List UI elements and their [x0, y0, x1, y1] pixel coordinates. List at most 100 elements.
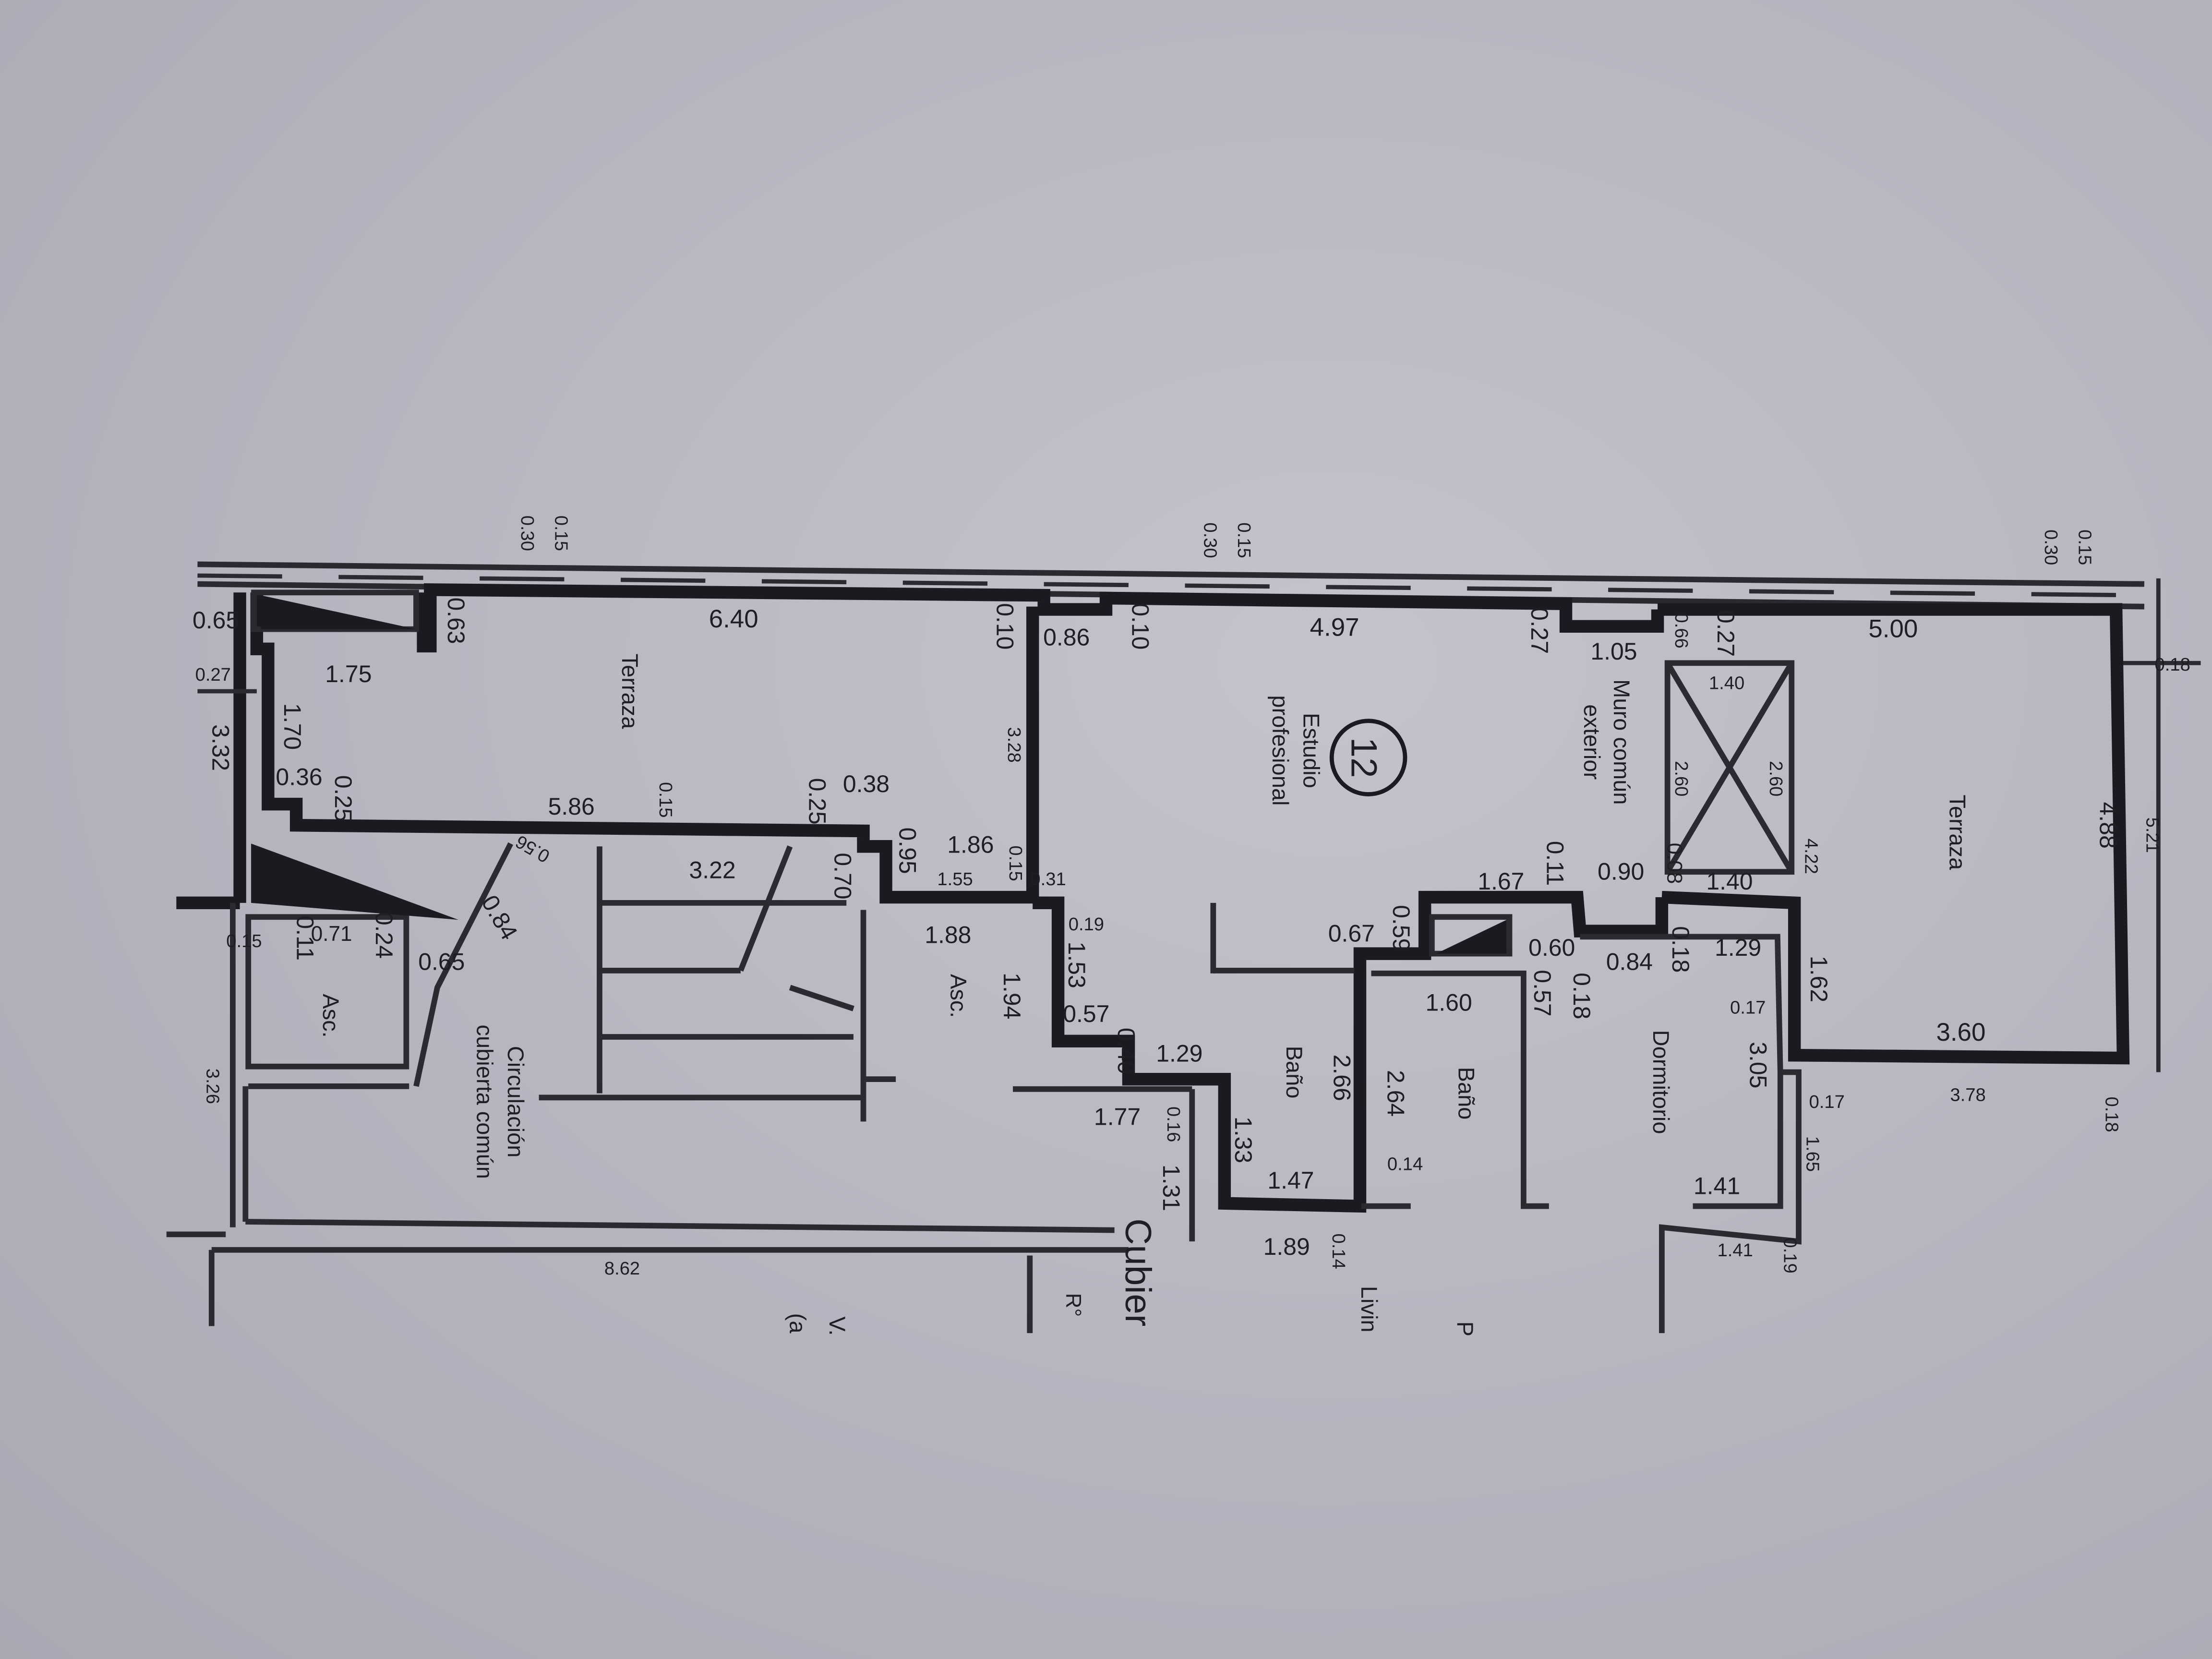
dimension-label: 2.66 [1329, 1055, 1356, 1101]
dimension-label: 0.10 [991, 603, 1018, 649]
room-label-a: (a [785, 1313, 811, 1334]
room-label-r: R° [1062, 1293, 1085, 1317]
dimension-label: 4.97 [1310, 613, 1359, 642]
dimension-label: 0.31 [1030, 869, 1066, 890]
dimension-label: 1.47 [1267, 1167, 1314, 1194]
room-label-estudio: profesional [1268, 695, 1293, 805]
wall-bano-divider [1371, 970, 1549, 1209]
dimension-label: 0.15 [655, 782, 676, 817]
dimension-label: 1.62 [1805, 956, 1832, 1002]
dimension-label: 0.86 [1043, 624, 1090, 650]
dimension-label: 3.60 [1936, 1018, 1985, 1046]
dimension-label: 1.29 [1715, 934, 1761, 961]
dimension-label: 1.40 [1709, 673, 1744, 693]
dimension-label: 1.41 [1718, 1240, 1753, 1261]
shaft-triangle [261, 595, 416, 629]
room-label-terraza-left: Terraza [617, 654, 643, 730]
dimension-label: 0.18 [2155, 654, 2190, 675]
dimension-label: 0.25 [804, 778, 830, 825]
dimension-label: 0.60 [1528, 934, 1575, 961]
dimension-label: 0.10 [1127, 603, 1154, 649]
dimension-label: 5.00 [1868, 615, 1918, 643]
dimension-label: 0.30 [1200, 522, 1220, 558]
dimension-label: 2.60 [1671, 761, 1692, 796]
dimension-label: 0.11 [292, 916, 319, 961]
room-label-muro: exterior [1579, 704, 1605, 780]
dimension-label: 3.26 [203, 1069, 223, 1104]
dimension-label: 4.88 [2094, 802, 2121, 849]
dimension-label: 0.27 [1712, 610, 1739, 657]
room-label-terraza-right: Terraza [1945, 794, 1970, 870]
elevator-left-box [245, 914, 409, 1070]
dimension-label: 0.24 [371, 912, 397, 959]
wall-terraza-right [1658, 603, 2130, 1065]
dimension-label: 1.67 [1478, 868, 1524, 895]
dimension-label: 0.17 [1730, 997, 1766, 1018]
stair-line [789, 985, 854, 1011]
room-label-circulacion: cubierta común [472, 1024, 497, 1178]
dimension-label: 1.75 [325, 661, 372, 687]
void-cross [1665, 661, 1794, 874]
dimension-label: 0.15 [226, 931, 262, 951]
room-label-dormitorio: Dormitorio [1648, 1030, 1674, 1134]
dimension-label: 1.89 [1263, 1233, 1310, 1260]
dimension-label: 1.33 [1230, 1117, 1257, 1163]
room-label-muro: Muro común [1609, 679, 1635, 805]
dimension-label: 0.30 [517, 516, 538, 551]
dimension-label: 5.21 [2142, 817, 2163, 853]
dimension-label: 0.38 [843, 770, 890, 797]
dimension-label: 0.08 [1663, 843, 1686, 884]
dimension-label: 0.19 [1069, 914, 1104, 935]
dimension-label: 0.67 [1328, 920, 1375, 947]
dimension-label: 1.41 [1694, 1173, 1740, 1200]
dimension-label: 1.53 [1063, 942, 1090, 988]
dimension-label: 0.18 [1667, 926, 1694, 973]
dimension-label: 0.15 [2074, 529, 2095, 565]
dimension-label: 3.32 [207, 724, 234, 771]
unit-number: 12 [1343, 737, 1384, 778]
dimension-label: 2.64 [1382, 1070, 1409, 1117]
dimension-label: 0.18 [2101, 1096, 2122, 1132]
facade-dash-line [197, 573, 2144, 598]
shaft-triangle [251, 843, 459, 920]
dimension-label: 0.95 [894, 827, 921, 874]
dimension-label: 0.40 [1113, 1028, 1140, 1074]
dimension-label: 1.88 [925, 922, 971, 949]
shaft-triangle [1436, 920, 1507, 954]
room-label-p: P [1453, 1322, 1478, 1336]
dimension-label: 0.27 [195, 664, 231, 685]
dimension-label: 0.18 [1568, 973, 1595, 1019]
dimension-label: 6.40 [709, 605, 758, 633]
dimension-label: 1.40 [1706, 868, 1753, 895]
dimension-label: 0.59 [1388, 905, 1415, 951]
room-label-circulacion: Circulación [503, 1046, 529, 1158]
dimension-label: 0.90 [1598, 858, 1644, 885]
dimension-label: 0.36 [276, 763, 322, 790]
dimension-label: 0.27 [1526, 607, 1553, 654]
dimension-label: 1.29 [1156, 1040, 1202, 1067]
room-label-asc-left: Asc. [318, 994, 344, 1037]
dimension-label: 0.16 [1163, 1106, 1184, 1142]
room-label-v: V. [825, 1316, 850, 1335]
dimension-label: 1.86 [947, 831, 994, 858]
dimension-label: 2.60 [1766, 761, 1786, 796]
dimension-label: 0.65 [418, 948, 465, 975]
dimension-label: 0.15 [1005, 845, 1026, 881]
dimension-label: 1.65 [1802, 1136, 1823, 1172]
room-label-bano-2: Baño [1454, 1067, 1479, 1120]
dimension-label: 0.71 [311, 922, 352, 946]
dimension-label: 0.57 [1063, 1000, 1109, 1027]
facade-line [197, 561, 2144, 587]
dimension-label: 0.63 [443, 597, 469, 644]
stair-line [738, 845, 793, 972]
wall-circulation [413, 842, 514, 1087]
dimension-label: 0.15 [1234, 522, 1254, 558]
dimension-label: 1.60 [1426, 989, 1472, 1016]
dimension-label: 0.11 [1541, 841, 1568, 886]
dimension-label: 0.25 [330, 775, 357, 822]
dimension-label: 0.56 [512, 831, 553, 866]
dimension-label: 0.57 [1529, 970, 1556, 1016]
dimension-label: 0.14 [1328, 1234, 1349, 1269]
dimension-label: 3.05 [1745, 1042, 1772, 1088]
